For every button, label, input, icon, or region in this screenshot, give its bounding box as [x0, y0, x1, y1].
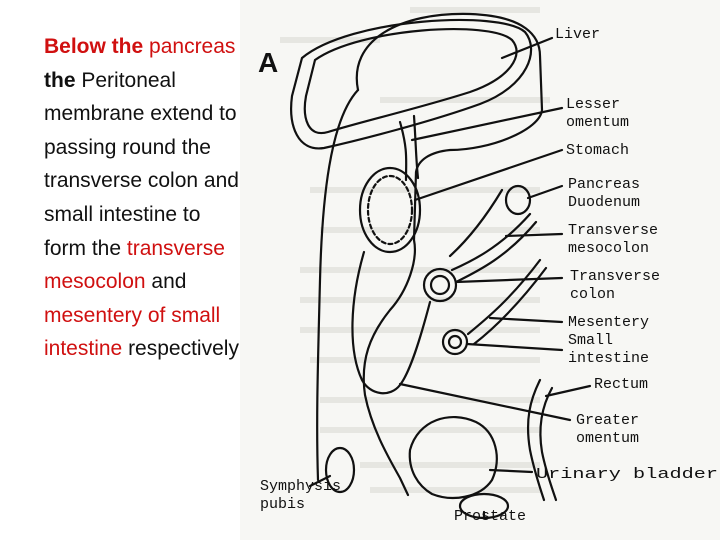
- posterior-peritoneum: [448, 188, 504, 258]
- leader-transverse-mesocolon: [504, 232, 564, 238]
- pancreas-shape: [504, 184, 532, 216]
- explanatory-text: Below the pancreas the Peritoneal membra…: [44, 30, 239, 366]
- text-the: the: [44, 68, 76, 92]
- text-and: and: [145, 270, 187, 294]
- diagram-svg: A Liver Lesser omentum Stomach Pancreas …: [258, 7, 718, 525]
- stomach-outer: [358, 166, 422, 254]
- text-transverse-mesocolon: transverse mesocolon: [44, 236, 225, 294]
- symphysis-shape: [324, 446, 356, 494]
- label-transverse-mesocolon-2: mesocolon: [568, 240, 649, 257]
- anterior-wall-line: [316, 88, 360, 482]
- text-below-the: Below the: [44, 35, 144, 58]
- leader-urinary-bladder: [488, 468, 534, 474]
- label-symphysis-2: pubis: [260, 496, 305, 513]
- label-urinary-bladder: Urinary bladder: [536, 466, 718, 483]
- leader-symphysis: [308, 474, 332, 488]
- greater-omentum-line: [351, 250, 432, 395]
- leader-lesser-omentum: [410, 106, 564, 142]
- leader-rectum: [544, 384, 592, 398]
- liver-shape: [303, 28, 518, 135]
- label-rectum: Rectum: [594, 376, 648, 393]
- diagram-outlines: [290, 12, 592, 520]
- leader-transverse-colon: [454, 276, 564, 284]
- label-small-intestine-2: intestine: [568, 350, 649, 367]
- stomach-mucosa: [366, 174, 414, 246]
- label-greater-omentum-2: omentum: [576, 430, 639, 447]
- rectum-line: [526, 378, 546, 502]
- rectum-line-2: [539, 386, 558, 502]
- label-small-intestine-1: Small: [568, 332, 613, 349]
- background-ghost-text: [280, 7, 550, 493]
- label-transverse-colon-1: Transverse: [570, 268, 660, 285]
- transverse-colon-outer: [422, 267, 458, 303]
- label-greater-omentum-1: Greater: [576, 412, 639, 429]
- text-respectively: respectively: [128, 337, 239, 361]
- label-lesser-omentum-1: Lesser: [566, 96, 620, 113]
- label-symphysis-1: Symphysis: [260, 478, 341, 495]
- leader-mesentery: [488, 316, 564, 324]
- label-mesentery: Mesentery: [568, 314, 649, 331]
- mesentery-line-2: [472, 266, 548, 346]
- outer-wall-line: [355, 12, 544, 497]
- label-prostate: Prostate: [454, 508, 526, 525]
- bladder-shape: [408, 415, 498, 500]
- label-duodenum: Duodenum: [568, 194, 640, 211]
- leader-small-intestine: [465, 342, 564, 352]
- small-intestine-inner: [447, 334, 463, 350]
- label-stomach: Stomach: [566, 142, 629, 159]
- lesser-omentum-line-2: [412, 114, 420, 180]
- text-peritoneal-description: Peritoneal membrane extend to passing ro…: [44, 68, 239, 260]
- leader-greater-omentum: [398, 382, 572, 422]
- label-lesser-omentum-2: omentum: [566, 114, 629, 131]
- leader-stomach: [413, 148, 564, 202]
- mesentery-line: [466, 258, 542, 336]
- label-transverse-colon-2: colon: [570, 286, 615, 303]
- text-pancreas: pancreas: [149, 35, 236, 58]
- transverse-mesocolon-line: [450, 212, 532, 272]
- transverse-mesocolon-line-2: [454, 220, 538, 284]
- label-liver: Liver: [555, 26, 600, 43]
- leader-pancreas: [526, 184, 564, 200]
- label-pancreas: Pancreas: [568, 176, 640, 193]
- transverse-colon-inner: [429, 274, 451, 296]
- label-transverse-mesocolon-1: Transverse: [568, 222, 658, 239]
- liver-peritoneum: [290, 18, 533, 150]
- panel-letter-a: A: [258, 47, 278, 78]
- leader-liver: [500, 36, 554, 60]
- peritoneum-diagram: A Liver Lesser omentum Stomach Pancreas …: [240, 0, 720, 540]
- small-intestine-outer: [441, 328, 469, 356]
- text-mesentery-small-intestine: mesentery of small intestine: [44, 303, 221, 361]
